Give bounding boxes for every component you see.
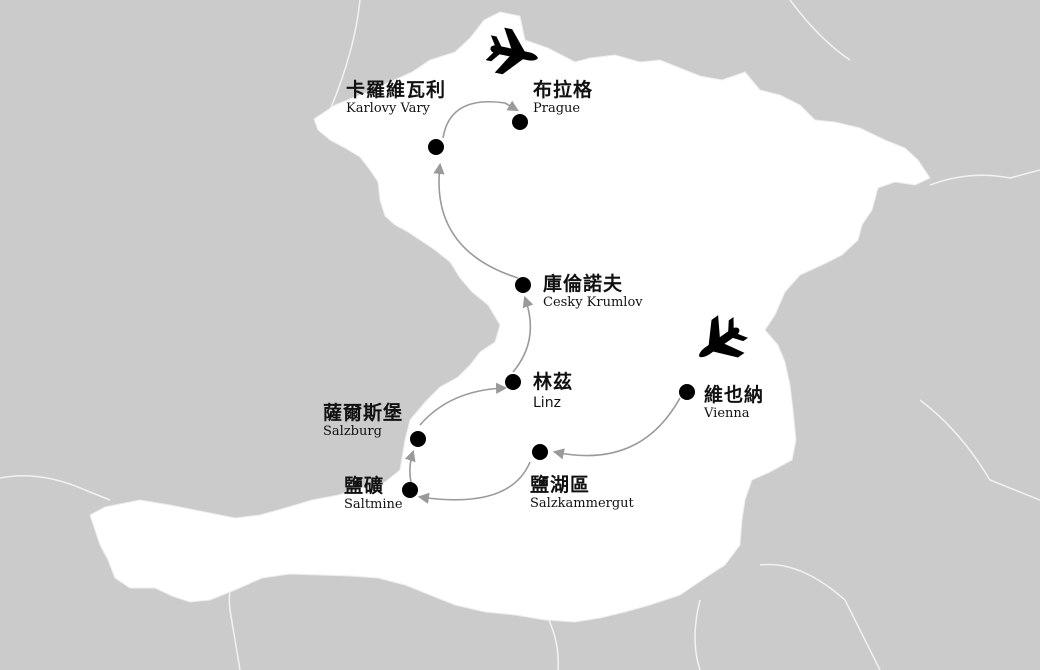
route-arrow-cesky-krumlov-karlovy-vary: [433, 162, 519, 279]
city-dot-vienna[interactable]: [679, 384, 695, 400]
airplane-departure-icon: [485, 27, 538, 75]
route-arrows: [404, 100, 681, 504]
city-name-zh: 維也納: [704, 384, 765, 406]
airplane-arrival-icon: [699, 315, 748, 358]
city-dot-prague[interactable]: [512, 114, 528, 130]
city-dot-salzburg[interactable]: [410, 431, 426, 447]
city-label-cesky-krumlov: 庫倫諾夫 Cesky Krumlov: [543, 273, 643, 311]
city-name-en: Salzkammergut: [530, 496, 634, 511]
city-label-prague: 布拉格 Prague: [533, 79, 593, 117]
city-name-zh: 鹽湖區: [530, 474, 591, 496]
city-name-zh: 林茲: [533, 371, 574, 393]
city-name-en: Cesky Krumlov: [543, 295, 643, 310]
city-label-salzburg: 薩爾斯堡 Salzburg: [323, 402, 403, 440]
highlighted-region: [89, 11, 931, 623]
route-arrow-vienna-salzkammergut: [552, 397, 681, 460]
city-dot-cesky-krumlov[interactable]: [515, 277, 531, 293]
route-arrow-saltmine-salzburg: [404, 449, 416, 483]
city-name-zh: 鹽礦: [344, 475, 385, 497]
city-dot-linz[interactable]: [505, 374, 521, 390]
city-label-karlovy-vary: 卡羅維瓦利 Karlovy Vary: [346, 79, 446, 117]
city-name-en: Prague: [533, 101, 581, 116]
city-name-en: Salzburg: [323, 424, 382, 439]
city-markers: [402, 114, 695, 498]
city-name-en: Linz: [533, 395, 561, 411]
city-name-en: Saltmine: [344, 497, 403, 512]
city-name-en: Vienna: [704, 406, 750, 421]
route-arrow-linz-cesky-krumlov: [512, 295, 534, 373]
city-dot-karlovy-vary[interactable]: [428, 139, 444, 155]
route-arrow-salzkammergut-saltmine: [417, 461, 531, 504]
city-dot-saltmine[interactable]: [402, 482, 418, 498]
city-name-zh: 薩爾斯堡: [323, 402, 404, 424]
city-label-vienna: 維也納 Vienna: [704, 384, 764, 422]
city-name-zh: 布拉格: [533, 79, 594, 101]
city-name-zh: 庫倫諾夫: [543, 273, 624, 295]
city-name-zh: 卡羅維瓦利: [346, 79, 447, 101]
route-arrow-karlovy-vary-prague: [442, 100, 519, 139]
city-label-saltmine: 鹽礦 Saltmine: [344, 475, 403, 513]
city-label-salzkammergut: 鹽湖區 Salzkammergut: [530, 474, 634, 512]
city-name-en: Karlovy Vary: [346, 101, 430, 116]
city-dot-salzkammergut[interactable]: [532, 444, 548, 460]
route-arrow-salzburg-linz: [419, 382, 508, 426]
city-label-linz: 林茲 Linz: [533, 371, 573, 411]
